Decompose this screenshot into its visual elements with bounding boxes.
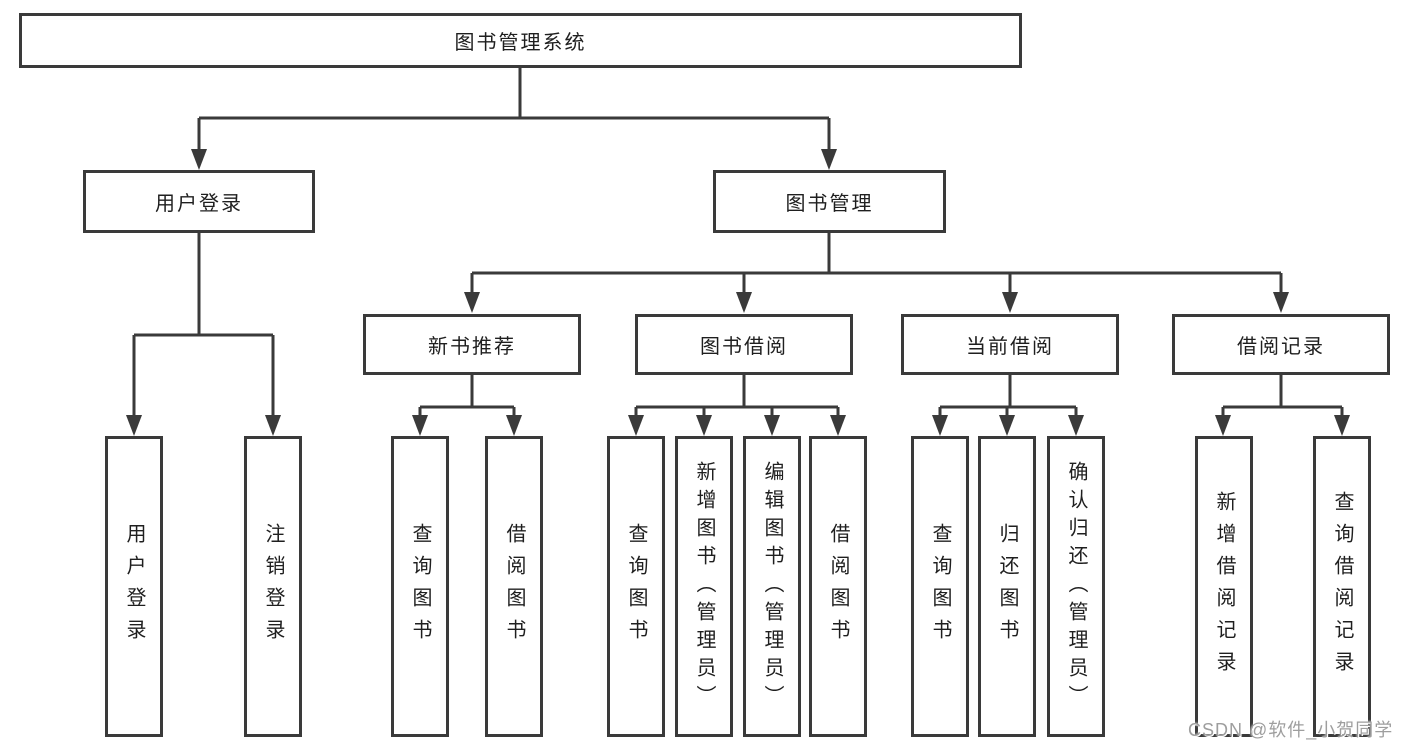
- leaf-label: 用户登录: [123, 522, 145, 651]
- node-new-book-recommend: 新书推荐: [363, 314, 581, 375]
- node-current-borrow: 当前借阅: [901, 314, 1119, 375]
- connector-newbooks-split: [418, 373, 516, 419]
- leaf-label: 查询图书: [929, 522, 951, 651]
- connector-userlogin-to-leaves: [132, 231, 275, 418]
- leaf-label: 借阅图书: [827, 522, 849, 651]
- leaf-query-books-borrow: 查询图书: [607, 436, 665, 737]
- connector-current-split: [938, 373, 1078, 419]
- connector-bookmgmt-to-level3: [470, 231, 1283, 295]
- leaf-label: 编辑图书（管理员）: [761, 460, 783, 713]
- node-borrow-records: 借阅记录: [1172, 314, 1390, 375]
- node-user-login: 用户登录: [83, 170, 315, 233]
- leaf-user-login: 用户登录: [105, 436, 163, 737]
- leaf-add-books-admin: 新增图书（管理员）: [675, 436, 733, 737]
- leaf-return-books: 归还图书: [978, 436, 1036, 737]
- node-root: 图书管理系统: [19, 13, 1022, 68]
- csdn-watermark: CSDN @软件_小贺同学: [1188, 720, 1394, 740]
- node-book-borrow: 图书借阅: [635, 314, 853, 375]
- leaf-label: 查询图书: [625, 522, 647, 651]
- leaf-label: 借阅图书: [503, 522, 525, 651]
- connector-records-split: [1221, 373, 1344, 419]
- node-book-management: 图书管理: [713, 170, 946, 233]
- leaf-label: 新增借阅记录: [1213, 490, 1235, 683]
- leaf-label: 查询图书: [409, 522, 431, 651]
- leaf-logout-login: 注销登录: [244, 436, 302, 737]
- leaf-label: 注销登录: [262, 522, 284, 651]
- leaf-query-books-recommend: 查询图书: [391, 436, 449, 737]
- leaf-add-borrow-record: 新增借阅记录: [1195, 436, 1253, 737]
- connector-borrow-split: [634, 373, 840, 419]
- leaf-label: 新增图书（管理员）: [693, 460, 715, 713]
- leaf-label: 确认归还（管理员）: [1065, 460, 1087, 713]
- arrowheads: [126, 149, 1350, 436]
- leaf-query-borrow-record: 查询借阅记录: [1313, 436, 1371, 737]
- leaf-label: 归还图书: [996, 522, 1018, 651]
- leaf-confirm-return-admin: 确认归还（管理员）: [1047, 436, 1105, 737]
- leaf-edit-books-admin: 编辑图书（管理员）: [743, 436, 801, 737]
- leaf-label: 查询借阅记录: [1331, 490, 1353, 683]
- leaf-query-books-current: 查询图书: [911, 436, 969, 737]
- leaf-borrow-books-recommend: 借阅图书: [485, 436, 543, 737]
- connector-root-to-level2: [197, 66, 831, 152]
- leaf-borrow-books: 借阅图书: [809, 436, 867, 737]
